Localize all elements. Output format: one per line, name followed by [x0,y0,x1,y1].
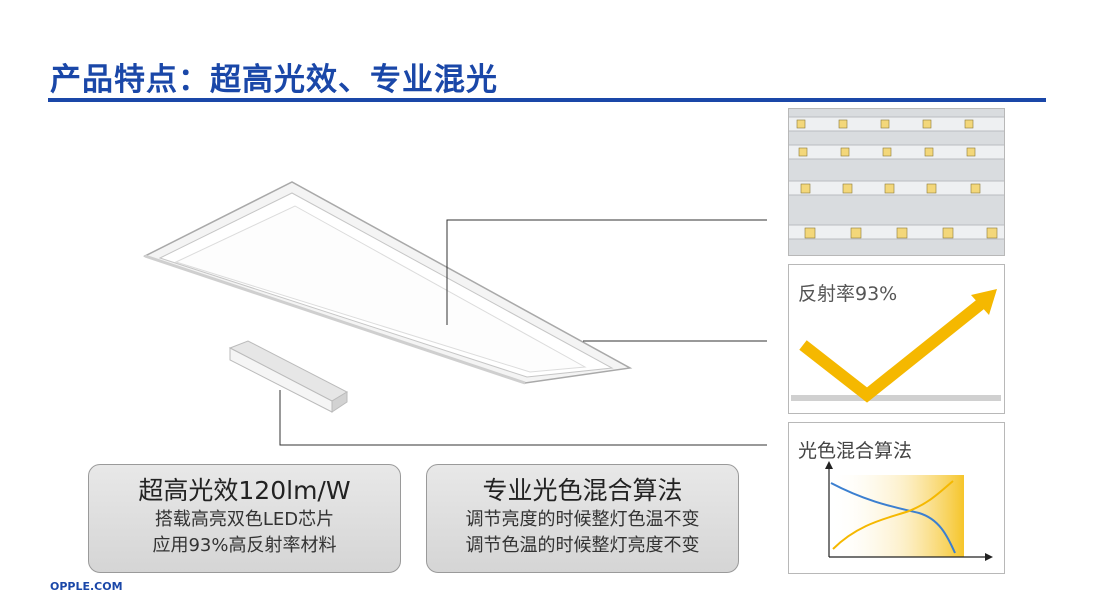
led-driver-image [228,340,349,413]
page-title: 产品特点：超高光效、专业混光 [50,62,498,98]
color-mixing-chart [825,461,993,561]
feature-line: 应用93%高反射率材料 [152,535,337,556]
title-underline [48,98,1046,102]
feature-efficiency: 超高光效120lm/W 搭载高亮双色LED芯片 应用93%高反射率材料 [88,464,401,573]
mixing-callout: 光色混合算法 [788,422,1005,574]
connector-mixing [279,390,767,446]
feature-title: 专业光色混合算法 [482,476,683,505]
feature-line: 调节亮度的时候整灯色温不变 [465,509,700,530]
feature-line: 调节色温的时候整灯亮度不变 [465,535,700,556]
led-panel-image [143,181,633,385]
reflectivity-callout: 反射率93% [788,264,1005,414]
connector-led-chips [446,219,767,325]
led-strips-image [789,109,1004,255]
reflection-arrow-diagram [791,289,1001,403]
mixing-label: 光色混合算法 [798,440,913,462]
reflectivity-label: 反射率93% [798,283,898,305]
feature-title: 超高光效120lm/W [138,476,351,505]
led-chip-photo [788,108,1005,256]
feature-line: 搭载高亮双色LED芯片 [154,509,335,530]
feature-mixing: 专业光色混合算法 调节亮度的时候整灯色温不变 调节色温的时候整灯亮度不变 [426,464,739,573]
footer-brand: OPPLE.COM [50,580,123,593]
